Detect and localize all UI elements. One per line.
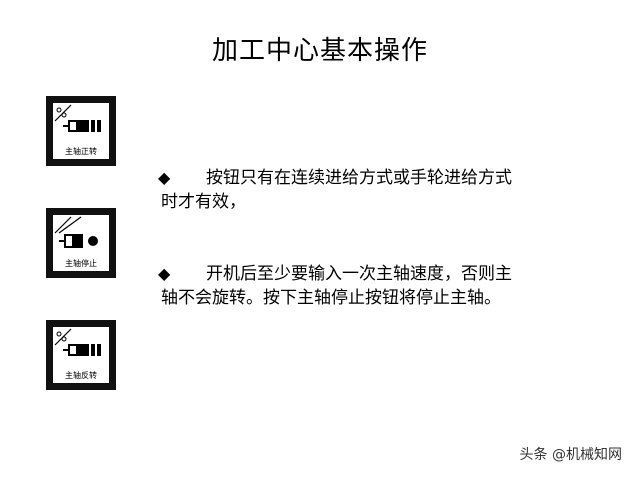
spindle-reverse-icon [54,328,101,356]
spindle-stop-button[interactable]: 主轴停止 [46,208,116,278]
bullet-line: 按钮只有在连续进给方式或手轮进给方式 [206,168,512,188]
bullet-item: ◆ 按钮只有在连续进给方式或手轮进给方式 时才有效， [158,166,598,214]
bullet-line: 时才有效， [161,192,246,212]
page-title: 加工中心基本操作 [211,36,428,66]
spindle-reverse-button[interactable]: 主轴反转 [46,320,116,390]
diamond-bullet-icon: ◆ [158,264,171,283]
watermark: 头条 @机械知网 [519,447,622,463]
bullet-item: ◆ 开机后至少要输入一次主轴速度，否则主 轴不会旋转。按下主轴停止按钮将停止主轴… [158,262,598,310]
spindle-stop-icon [54,216,98,248]
bullet-line: 开机后至少要输入一次主轴速度，否则主 [206,264,512,284]
key-label: 主轴反转 [65,371,97,380]
key-label: 主轴正转 [65,147,97,156]
diamond-bullet-icon: ◆ [158,168,171,187]
spindle-forward-icon [54,104,101,132]
bullet-line: 轴不会旋转。按下主轴停止按钮将停止主轴。 [161,288,501,308]
key-label: 主轴停止 [65,259,97,268]
spindle-forward-button[interactable]: 主轴正转 [46,96,116,166]
